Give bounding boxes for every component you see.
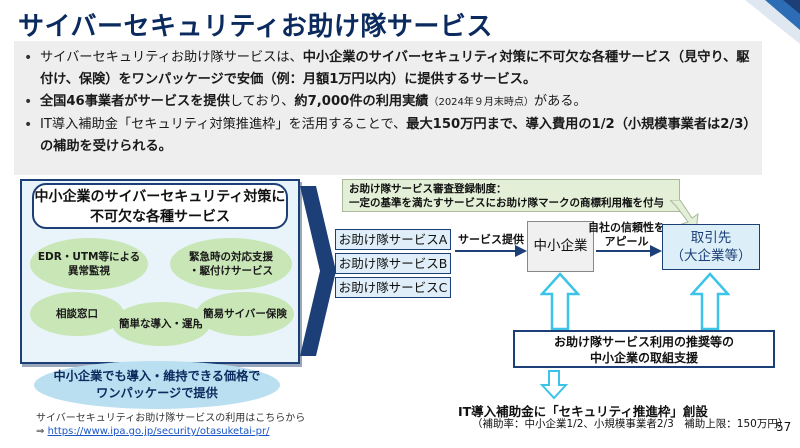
- sme-box: 中小企業: [527, 221, 594, 272]
- arrow-up-icon: [690, 272, 730, 330]
- service-box-a: お助け隊サービスA: [335, 229, 451, 250]
- appeal-label: 自社の信頼性を アピール: [588, 221, 665, 248]
- chevron-right-icon: [300, 186, 336, 356]
- footer-note: サイバーセキュリティお助け隊サービスの利用はこちらから ⇒ https://ww…: [36, 413, 306, 437]
- registration-system-box: お助け隊サービス審査登録制度： 一定の基準を満たすサービスにお助け隊マークの商標…: [342, 179, 680, 212]
- service-box-c: お助け隊サービスC: [335, 277, 451, 298]
- services-panel-heading: 中小企業のサイバーセキュリティ対策に 不可欠な各種サービス: [32, 183, 288, 229]
- sme-support-box: お助け隊サービス利用の推奨等の 中小企業の取組支援: [513, 330, 775, 368]
- arrow-right-icon: [596, 245, 662, 257]
- page-title: サイバーセキュリティお助け隊サービス: [18, 12, 493, 42]
- blob-edr-monitoring: EDR・UTM等による 異常監視: [30, 238, 148, 290]
- footer-link[interactable]: https://www.ipa.go.jp/security/otasuketa…: [47, 426, 270, 437]
- it-subsidy-title: IT導入補助金に「セキュリティ推進枠」創設: [458, 404, 708, 419]
- it-subsidy-note: （補助率：中小企業1/2、小規模事業者2/3 補助上限：150万円）: [472, 418, 789, 430]
- partner-box: 取引先 （大企業等）: [662, 224, 760, 270]
- package-price-oval: 中小企業でも導入・維持できる価格で ワンパッケージで提供: [34, 361, 280, 409]
- arrow-up-icon: [540, 272, 580, 330]
- bullet-item: IT導入補助金「セキュリティ対策推進枠」を活用することで、最大150万円まで、導…: [24, 114, 752, 158]
- bullet-item: 全国46事業者がサービスを提供しており、約7,000件の利用実績（2024年９月…: [24, 91, 752, 114]
- service-box-b: お助け隊サービスB: [335, 253, 451, 274]
- provide-label: サービス提供: [458, 233, 524, 246]
- arrow-right-icon: [455, 245, 527, 257]
- blob-consultation: 相談窓口: [30, 292, 124, 336]
- arrow-down-icon: [540, 370, 568, 400]
- summary-bullets: サイバーセキュリティお助け隊サービスは、中小企業のサイバーセキュリティ対策に不可…: [14, 41, 762, 175]
- blob-emergency-support: 緊急時の対応支援 ・駆付けサービス: [170, 238, 292, 290]
- page-number: 57: [776, 420, 792, 434]
- corner-decoration: [745, 0, 800, 44]
- bullet-item: サイバーセキュリティお助け隊サービスは、中小企業のサイバーセキュリティ対策に不可…: [24, 47, 752, 91]
- blob-easy-operation: 簡単な導入・運用: [112, 302, 210, 346]
- blob-cyber-insurance: 簡易サイバー保険: [196, 292, 294, 336]
